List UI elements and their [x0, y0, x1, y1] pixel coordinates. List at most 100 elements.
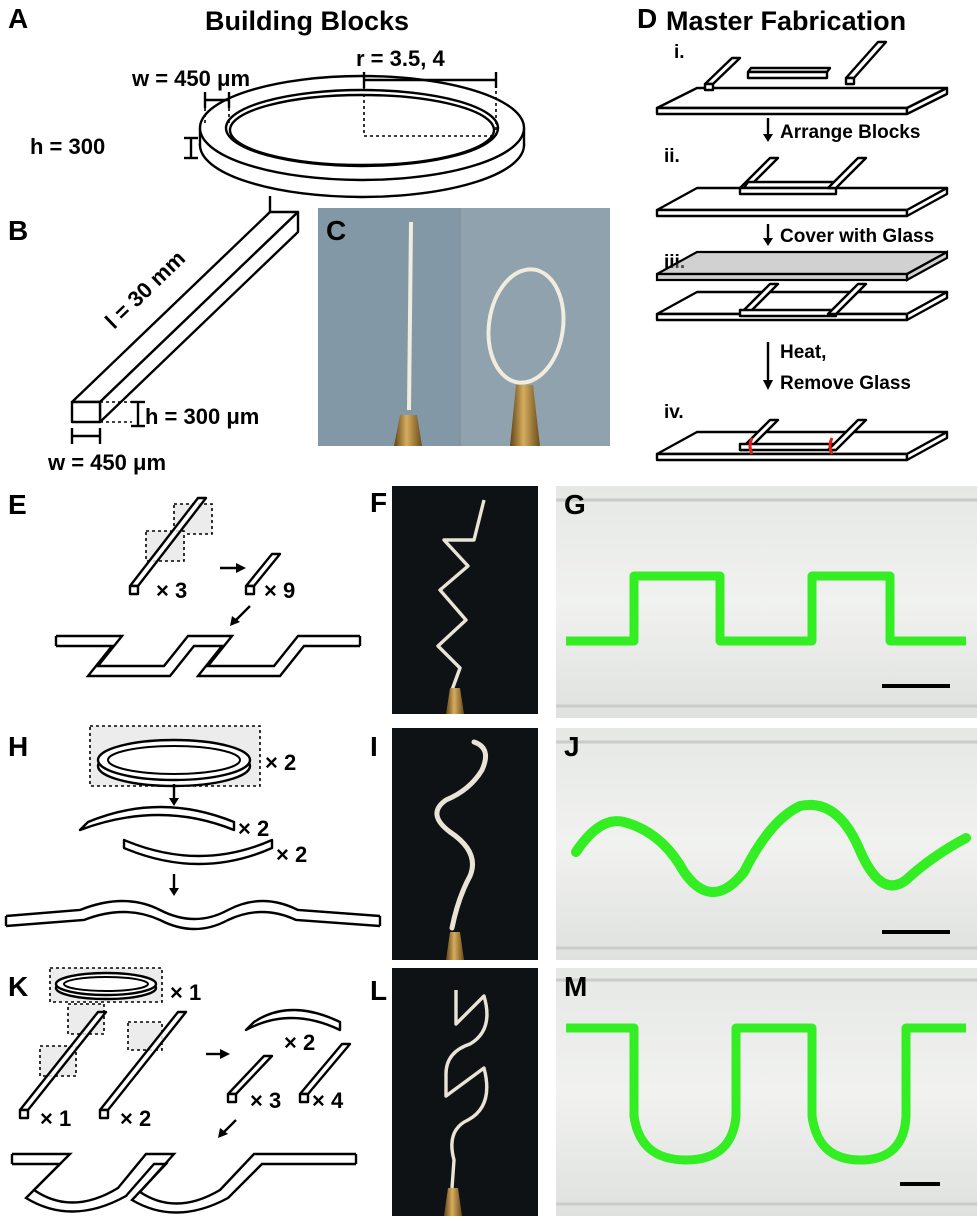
- channel-wave: [571, 799, 971, 897]
- step-i-label: i.: [674, 42, 685, 63]
- mult-k-arc-x2: × 2: [284, 1030, 315, 1055]
- panel-h: H × 2 × 2 × 2: [4, 725, 382, 931]
- step-ii-label: ii.: [664, 146, 680, 167]
- arrow-e-down-shaft: [235, 605, 251, 621]
- step-ii-block-right: [826, 156, 868, 190]
- step-i-substrate-side: [905, 86, 949, 116]
- step-iii-block-mid: [738, 308, 838, 318]
- k-arc-half: [244, 1008, 342, 1032]
- arrow-e-down-head: [230, 616, 240, 626]
- k-bar-short-a-end: [226, 1092, 238, 1104]
- panel-label-b: B: [8, 215, 28, 246]
- panel-c: C: [318, 208, 610, 446]
- step-iv-block-right: [826, 418, 868, 452]
- mult-k-short2-x4: × 4: [312, 1088, 344, 1113]
- bar-width-label: w = 450 μm: [47, 450, 166, 475]
- photo-f-zigzag-block: [436, 499, 486, 691]
- step-i-block-left-end: [703, 82, 715, 92]
- arrow-k-down-head: [218, 1128, 228, 1138]
- assembled-wave-top: [5, 899, 381, 921]
- step-iv-block-mid: [738, 442, 838, 452]
- panel-a: A Building Blocks w = 450 μm h = 300 r =…: [8, 3, 526, 199]
- step-i-block-mid-front: [746, 70, 829, 80]
- step-i-block-right-end: [844, 76, 856, 86]
- ring-radius-label: r = 3.5, 4: [356, 46, 445, 71]
- panel-label-h: H: [8, 731, 28, 762]
- step-iv-fused-joint-right: [828, 437, 834, 455]
- step-iii-glass-front: [655, 272, 909, 282]
- arrow-h1-head: [169, 798, 179, 806]
- k-bar-long-b-end: [98, 1108, 110, 1120]
- step-iii-substrate-side: [905, 290, 949, 322]
- arrow-arrange-head: [763, 134, 773, 142]
- arc-half-upper: [78, 805, 236, 832]
- mult-ring-x2: × 2: [265, 750, 296, 775]
- step-ii-block-mid-front: [738, 186, 838, 196]
- step-i-block-right-top: [844, 40, 888, 80]
- bar-height-label: h = 300 μm: [145, 404, 259, 429]
- step-i-substrate-front: [655, 106, 909, 116]
- step-i-block-left-top: [703, 56, 742, 86]
- bar-long-x3: [128, 496, 208, 588]
- k-bar-short-b-end: [298, 1092, 310, 1104]
- photo-c-tweezer-right: [510, 385, 540, 446]
- panel-f: F: [370, 486, 538, 714]
- arrow-k-down-shaft: [223, 1119, 237, 1133]
- panel-label-d: D: [637, 3, 657, 34]
- panel-label-k: K: [8, 971, 28, 1002]
- mult-k-ring-x1: × 1: [170, 980, 201, 1005]
- photo-c-tweezer-left: [394, 415, 422, 446]
- assembled-k-top: [12, 1152, 356, 1205]
- arrow-e-right-head: [236, 563, 246, 573]
- panel-label-l: L: [370, 975, 387, 1006]
- photo-g: [556, 486, 977, 718]
- panel-label-e: E: [8, 489, 27, 520]
- photo-c-ring-block: [486, 267, 566, 385]
- mult-arc1-x2: × 2: [238, 816, 269, 841]
- panel-b: B l = 30 mm h = 300 μm w = 450 μm: [8, 196, 300, 475]
- arrow-heat-label: Heat,: [780, 342, 826, 363]
- step-i-substrate-top: [655, 86, 949, 110]
- panel-j: J: [556, 728, 977, 960]
- ring-inner-wall: [228, 93, 496, 167]
- assembled-k-bottom: [12, 1162, 356, 1214]
- arrow-k-right-head: [220, 1049, 230, 1059]
- photo-l-block: [444, 990, 489, 1189]
- k-bar-long-a-end: [18, 1108, 30, 1120]
- panel-i: I: [370, 728, 538, 960]
- panel-label-m: M: [564, 971, 587, 1002]
- step-iv-substrate-front: [655, 452, 909, 462]
- photo-c-left-half: [318, 208, 460, 446]
- assembled-wave-bottom: [5, 910, 381, 931]
- step-ii-substrate-front: [655, 208, 909, 218]
- ring-height-label: h = 300: [30, 134, 105, 159]
- arc-half-lower: [122, 838, 274, 866]
- panel-label-j: J: [564, 731, 580, 762]
- panel-label-c: C: [326, 215, 346, 246]
- step-iv-fused-joint-left: [748, 437, 754, 455]
- step-iii-glass-side: [905, 250, 949, 282]
- h-ring-hole: [107, 745, 241, 775]
- arrow-arrange-label: Arrange Blocks: [780, 122, 920, 143]
- photo-j: [556, 728, 977, 960]
- mult-x9: × 9: [264, 578, 295, 603]
- scale-bar-j: [882, 930, 950, 934]
- assembled-zigzag-bottom: [56, 644, 360, 678]
- panel-label-i: I: [370, 731, 378, 762]
- photo-i-wave-block: [434, 739, 489, 931]
- scale-bar-g: [882, 684, 950, 688]
- mult-k-long2-x2: × 2: [120, 1106, 151, 1131]
- panel-label-g: G: [564, 489, 586, 520]
- k-bar-long-a: [18, 1010, 108, 1112]
- mult-x3: × 3: [156, 578, 187, 603]
- step-ii-substrate-side: [905, 186, 949, 218]
- photo-c-bar-block: [407, 221, 413, 411]
- step-iv-label: iv.: [664, 402, 684, 423]
- k-ring-hole: [63, 976, 149, 992]
- ring-width-label: w = 450 μm: [131, 66, 250, 91]
- panel-label-f: F: [370, 487, 387, 518]
- photo-f-tweezer: [446, 688, 464, 714]
- photo-l-tweezer: [444, 1188, 462, 1216]
